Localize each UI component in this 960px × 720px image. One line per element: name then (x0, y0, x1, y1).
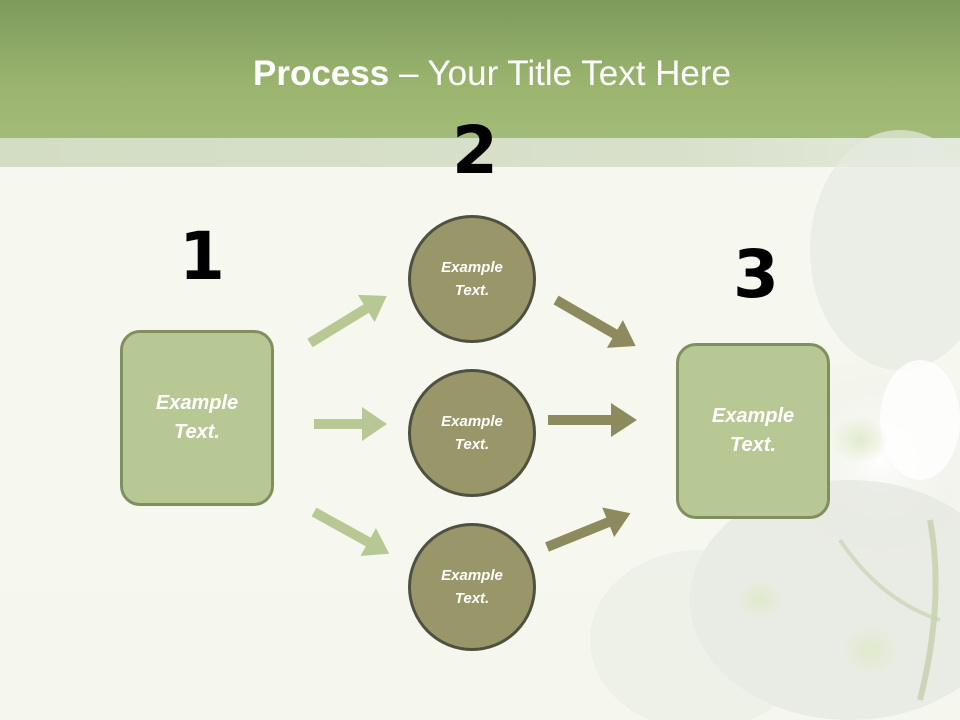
arrow-1-to-bottom (311, 507, 390, 557)
header-sub-band (0, 138, 960, 167)
step-2-text-top: Example Text. (441, 259, 503, 299)
title-bold: Process (253, 54, 390, 93)
title-rest: – Your Title Text Here (389, 54, 731, 93)
slide-title: Process – Your Title Text Here (0, 54, 960, 94)
step-2-text-bottom: Example Text. (441, 567, 503, 607)
step-1-number: 1 (179, 218, 225, 295)
step-3-number: 3 (733, 236, 779, 313)
step-2-number: 2 (452, 112, 498, 189)
step-1-box: Example Text. (120, 330, 274, 506)
arrow-bottom-to-3 (545, 507, 631, 552)
step-2-text-middle: Example Text. (441, 413, 503, 453)
step-2-circle-top: Example Text. (408, 215, 536, 343)
step-3-box: Example Text. (676, 343, 830, 519)
header-band (0, 0, 960, 138)
step-2-circle-bottom: Example Text. (408, 523, 536, 651)
step-2-circle-middle: Example Text. (408, 369, 536, 497)
arrow-1-to-top (307, 294, 387, 348)
step-3-text: Example Text. (711, 405, 795, 456)
arrow-1-to-middle (314, 407, 387, 441)
arrow-top-to-3 (553, 295, 636, 348)
arrow-middle-to-3 (548, 403, 637, 437)
step-1-text: Example Text. (155, 392, 239, 443)
